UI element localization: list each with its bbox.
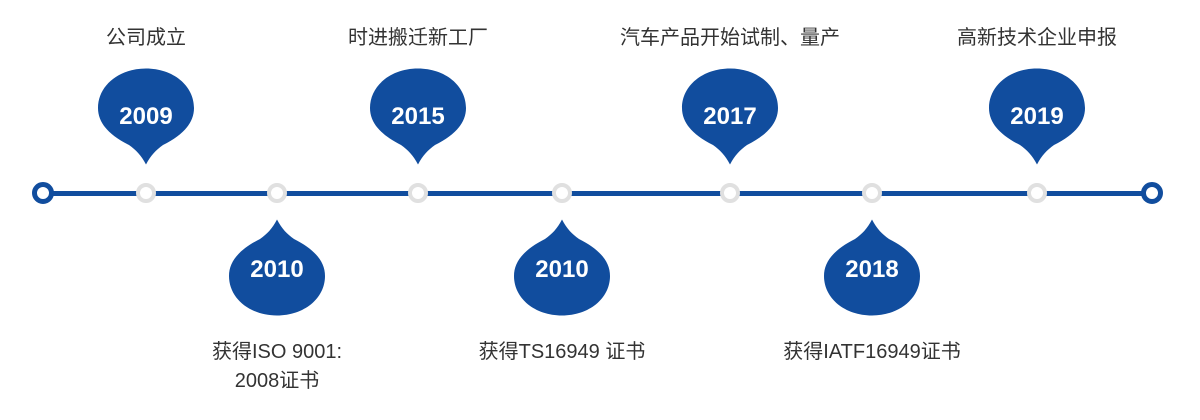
milestone-year: 2019 (1010, 103, 1063, 130)
milestone-2015: 时进搬迁新工厂 2015 (268, 25, 568, 165)
milestone-year: 2010 (535, 256, 588, 283)
milestone-year: 2010 (250, 256, 303, 283)
balloon-down-icon: 2015 (370, 68, 466, 165)
milestone-label-line: 获得TS16949 证书 (478, 341, 646, 363)
balloon-up-icon: 2010 (229, 219, 325, 316)
milestone-2019: 高新技术企业申报 2019 (887, 25, 1187, 165)
timeline-start-ring (32, 182, 54, 204)
milestone-title: 时进搬迁新工厂 (348, 27, 488, 49)
milestone-title: 汽车产品开始试制、量产 (620, 27, 840, 49)
balloon-up-icon: 2018 (824, 219, 920, 316)
timeline-node (136, 183, 156, 203)
timeline-node (552, 183, 572, 203)
balloon-down-icon: 2009 (98, 68, 194, 165)
timeline-node (862, 183, 882, 203)
balloon-down-icon: 2019 (989, 68, 1085, 165)
milestone-title: 公司成立 (106, 27, 186, 49)
timeline-end-ring (1141, 182, 1163, 204)
balloon-down-icon: 2017 (682, 68, 778, 165)
milestone-year: 2009 (119, 103, 172, 130)
timeline-node (408, 183, 428, 203)
timeline-line (42, 191, 1152, 196)
milestone-2010-iso: 2010 获得ISO 9001: 2008证书 (127, 219, 427, 396)
balloon-up-icon: 2010 (514, 219, 610, 316)
milestone-2009: 公司成立 2009 (0, 25, 296, 165)
timeline-node (720, 183, 740, 203)
milestone-label: 获得IATF16949证书 (722, 338, 1022, 367)
milestone-label: 获得ISO 9001: 2008证书 (127, 338, 427, 396)
milestone-year: 2018 (845, 256, 898, 283)
timeline-node (1027, 183, 1047, 203)
milestone-2010-ts: 2010 获得TS16949 证书 (412, 219, 712, 367)
milestone-2017: 汽车产品开始试制、量产 2017 (580, 25, 880, 165)
milestone-label: 获得TS16949 证书 (412, 338, 712, 367)
milestone-year: 2015 (391, 103, 444, 130)
timeline-node (267, 183, 287, 203)
milestone-label-line: 获得ISO 9001: (211, 341, 343, 363)
milestone-title: 高新技术企业申报 (957, 27, 1117, 49)
milestone-label-line: 获得IATF16949证书 (783, 341, 961, 363)
milestone-label-line: 2008证书 (234, 370, 320, 392)
milestone-year: 2017 (703, 103, 756, 130)
milestone-2018-iatf: 2018 获得IATF16949证书 (722, 219, 1022, 367)
